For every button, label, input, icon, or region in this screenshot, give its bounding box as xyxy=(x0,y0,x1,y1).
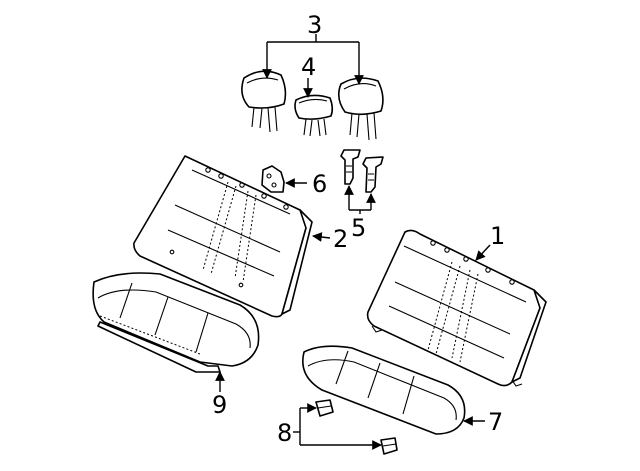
callout-4: 4 xyxy=(301,53,316,81)
headrest-left[interactable] xyxy=(241,70,287,133)
callout-2: 2 xyxy=(333,225,348,253)
callout-5: 5 xyxy=(351,214,366,242)
seat-back-left[interactable] xyxy=(133,155,313,318)
callout-7: 7 xyxy=(488,408,503,436)
clip-lower[interactable] xyxy=(380,437,398,455)
bracket[interactable] xyxy=(261,165,285,193)
callout-9: 9 xyxy=(212,391,227,419)
seat-cushion-right[interactable] xyxy=(302,345,466,435)
leader-lines xyxy=(215,34,491,450)
headrest-right[interactable] xyxy=(337,77,384,141)
seat-cushion-left[interactable] xyxy=(92,272,260,373)
callout-8: 8 xyxy=(277,419,292,447)
seat-back-right[interactable] xyxy=(366,229,547,387)
callout-6: 6 xyxy=(312,170,327,198)
headrest-center[interactable] xyxy=(294,94,334,137)
headrest-guide-right[interactable] xyxy=(362,156,384,193)
clip-upper[interactable] xyxy=(315,399,334,417)
callout-1: 1 xyxy=(490,222,505,250)
headrest-guide-left[interactable] xyxy=(340,149,361,185)
callout-3: 3 xyxy=(307,11,322,39)
